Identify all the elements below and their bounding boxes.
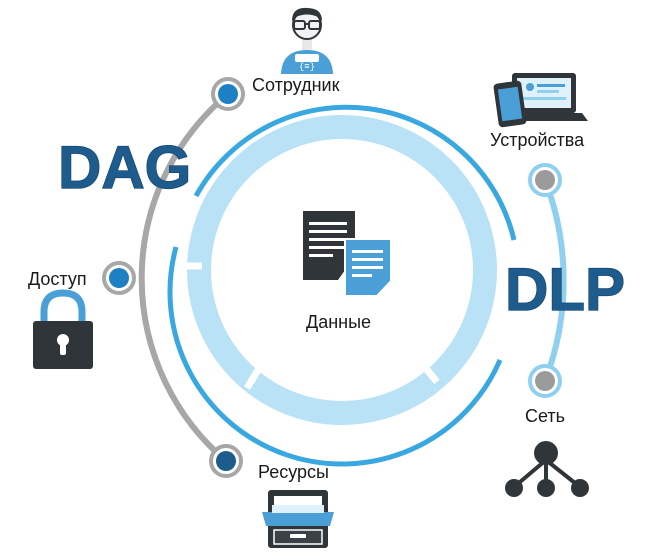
- svg-text:{≡}: {≡}: [299, 62, 315, 72]
- dag-label: DAG: [58, 134, 191, 201]
- access-label: Доступ: [28, 269, 87, 289]
- node-network: [528, 364, 562, 398]
- middle-ring-arc-bottom: [167, 246, 503, 467]
- padlock-icon: [33, 289, 93, 369]
- node-employee: [211, 77, 245, 111]
- dlp-outer-arc: [542, 178, 567, 383]
- node-devices: [528, 163, 562, 197]
- developer-person-icon: {≡}: [281, 7, 333, 74]
- ring-gap-bottom: [244, 368, 261, 390]
- documents-icon: [303, 211, 392, 297]
- laptop-phone-icon: [493, 73, 588, 128]
- middle-ring-arc-top: [193, 104, 517, 241]
- inner-data-ring: [187, 115, 497, 425]
- resources-label: Ресурсы: [258, 462, 329, 482]
- node-resources: [209, 444, 243, 478]
- dag-outer-arc: [138, 91, 230, 464]
- employee-label: Сотрудник: [252, 75, 340, 95]
- network-tree-icon: [505, 441, 589, 497]
- filing-cabinet-icon: [262, 490, 334, 548]
- ring-gap-right: [421, 363, 440, 385]
- data-label: Данные: [306, 312, 371, 332]
- network-label: Сеть: [525, 406, 565, 426]
- dlp-label: DLP: [505, 256, 625, 323]
- node-access: [102, 261, 136, 295]
- devices-label: Устройства: [490, 130, 585, 150]
